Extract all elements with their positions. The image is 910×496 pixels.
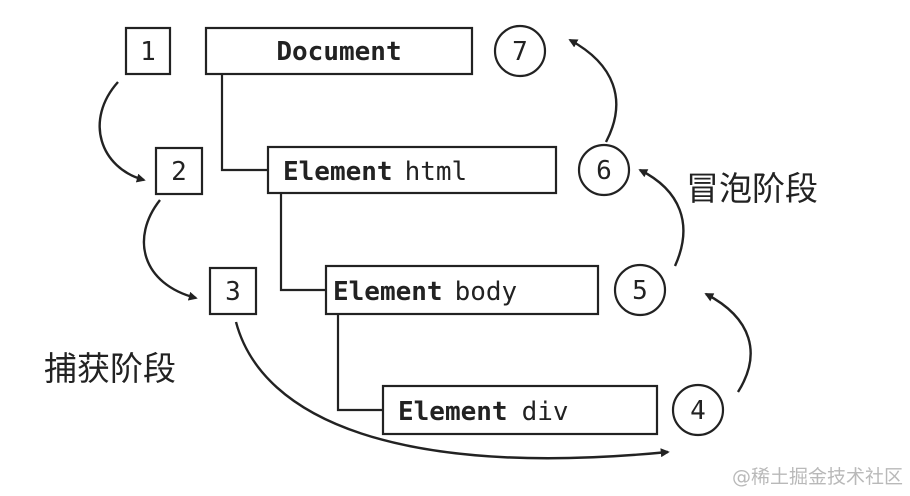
bubble-step-7-number: 7 — [512, 37, 528, 67]
node-div: Element div — [381, 384, 659, 436]
bubble-step-5-circle — [613, 263, 667, 317]
connector-body-div — [336, 314, 383, 412]
capture-step-2-number: 2 — [171, 157, 187, 187]
capture-arrow-1-to-2 — [98, 81, 146, 183]
connector-document-html — [220, 74, 268, 172]
node-div-tag: div — [522, 397, 569, 427]
capture-arrows — [98, 81, 670, 460]
watermark: @稀土掘金技术社区 — [732, 466, 903, 488]
bubble-phase-label: 冒泡阶段 — [686, 169, 818, 208]
capture-arrow-2-to-3 — [142, 199, 198, 301]
tree-connectors — [220, 74, 383, 412]
bubble-step-5: 5 — [613, 263, 667, 317]
node-body-tag: body — [455, 277, 518, 307]
node-document: Document — [204, 26, 474, 76]
bubble-arrow-4-to-5 — [704, 292, 752, 393]
bubble-step-4-circle — [671, 383, 725, 437]
bubble-step-5-number: 5 — [632, 276, 648, 306]
node-div-label: Element div — [398, 397, 569, 427]
node-body-keyword: Element — [333, 277, 443, 307]
bubble-step-4: 4 — [671, 383, 725, 437]
node-html: Element html — [266, 145, 558, 195]
bubble-arrows — [568, 38, 752, 393]
node-html-label: Element html — [283, 157, 467, 187]
node-body: Element body — [324, 264, 600, 316]
capture-phase-label: 捕获阶段 — [44, 349, 176, 388]
capture-step-3: 3 — [208, 266, 258, 316]
capture-step-2: 2 — [154, 146, 204, 196]
bubble-step-6-number: 6 — [596, 156, 612, 186]
node-document-box — [204, 26, 474, 76]
bubble-step-6-circle — [577, 143, 631, 197]
capture-step-2-box — [154, 146, 204, 196]
bubble-step-4-number: 4 — [690, 396, 706, 426]
capture-step-3-box — [208, 266, 258, 316]
capture-step-1-box — [124, 26, 172, 76]
bubble-step-7: 7 — [493, 24, 547, 78]
bubble-step-6: 6 — [577, 143, 631, 197]
node-body-label: Element body — [333, 277, 517, 307]
bubble-step-7-circle — [493, 24, 547, 78]
node-div-box — [381, 384, 659, 436]
connector-html-body — [279, 193, 326, 292]
bubble-arrow-6-to-7 — [568, 38, 618, 143]
node-div-keyword: Element — [398, 397, 508, 427]
capture-step-1: 1 — [124, 26, 172, 76]
capture-step-3-number: 3 — [225, 277, 241, 307]
bubble-arrow-5-to-6 — [638, 168, 685, 267]
node-document-label: Document — [276, 37, 401, 67]
node-html-box — [266, 145, 558, 195]
node-body-box — [324, 264, 600, 316]
capture-arrow-3-to-4 — [234, 321, 670, 460]
node-html-tag: html — [405, 157, 468, 187]
node-html-keyword: Element — [283, 157, 393, 187]
capture-step-1-number: 1 — [140, 37, 156, 67]
